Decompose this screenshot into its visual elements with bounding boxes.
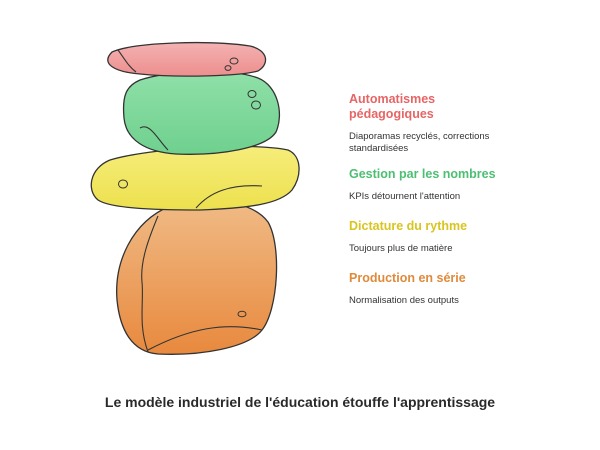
legend-title-automatismes: Automatismes pédagogiques bbox=[349, 92, 579, 122]
legend-title-gestion: Gestion par les nombres bbox=[349, 167, 496, 181]
legend-item-dictature: Dictature du rythme Toujours plus de mat… bbox=[349, 219, 579, 255]
legend-title-line: Automatismes bbox=[349, 92, 436, 106]
diagram-caption: Le modèle industriel de l'éducation étou… bbox=[104, 394, 496, 410]
orange-stone-icon bbox=[116, 199, 278, 355]
legend-item-production: Production en série Normalisation des ou… bbox=[349, 271, 579, 307]
legend-title-line: pédagogiques bbox=[349, 107, 434, 121]
legend-desc-dictature: Toujours plus de matière bbox=[349, 243, 453, 254]
yellow-stone-icon bbox=[90, 145, 300, 211]
legend-desc-gestion: KPIs détournent l'attention bbox=[349, 191, 461, 202]
legend-item-gestion: Gestion par les nombres KPIs détournent … bbox=[349, 167, 579, 203]
legend-title-dictature: Dictature du rythme bbox=[349, 219, 468, 233]
green-stone-icon bbox=[122, 70, 280, 155]
legend-desc-production: Normalisation des outputs bbox=[349, 295, 459, 306]
legend-desc-automatismes: Diaporamas recyclés, corrections standar… bbox=[349, 131, 579, 155]
legend-title-production: Production en série bbox=[349, 271, 466, 285]
legend-desc-line: standardisées bbox=[349, 143, 409, 154]
legend-item-automatismes: Automatismes pédagogiques Diaporamas rec… bbox=[349, 92, 579, 155]
legend-desc-line: Diaporamas recyclés, corrections bbox=[349, 131, 490, 142]
pink-stone-icon bbox=[107, 42, 267, 77]
